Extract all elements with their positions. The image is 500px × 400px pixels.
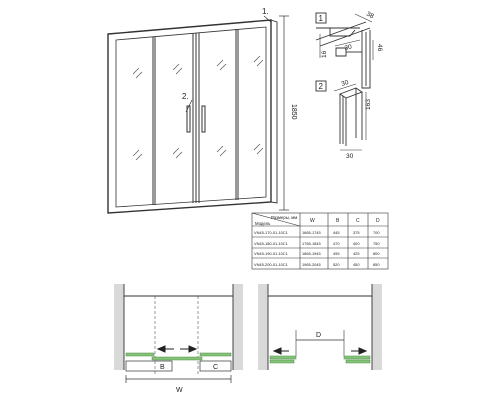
- table-row-4-c: 450: [353, 262, 360, 267]
- size-table: [251, 212, 389, 270]
- detail-1-profile-top-shape: [329, 28, 356, 37]
- table-row-4-w: 1965-2045: [302, 262, 321, 267]
- table-row-1-w: 1665-1745: [302, 230, 321, 235]
- table-row-2-d: 750: [373, 241, 380, 246]
- plan-2-outline: [267, 284, 373, 297]
- door-handle-right: [201, 105, 206, 133]
- detail-2-label-bottom: 30: [346, 153, 354, 160]
- detail-1-dim-30: [334, 39, 361, 47]
- plan-1-glass-3: [199, 352, 232, 357]
- plan-2-wall-left: [258, 284, 268, 370]
- plan-1-dim-b-box: [125, 360, 173, 372]
- detail-2-dim-top: [333, 83, 357, 92]
- plan-1-arrow-left: [156, 345, 166, 353]
- door-side-depth: [270, 19, 278, 204]
- callout-2-label: 2.: [182, 92, 189, 101]
- detail-1-profile-vertical: [361, 30, 371, 89]
- door-inner-frame: [115, 26, 267, 208]
- plan-2-label-d: D: [316, 332, 321, 339]
- table-corner-bottom: Модель: [255, 221, 271, 226]
- detail-1-number-box: [315, 12, 327, 24]
- detail-1-roller: [335, 47, 347, 57]
- plan-1-label-c: C: [213, 364, 218, 371]
- table-row-1-model: VN45-170-01-10C1: [254, 230, 288, 235]
- plan-2-arrow-left: [272, 347, 282, 355]
- detail-1-slope-a: [315, 21, 367, 41]
- detail-1-label-38: 38: [365, 11, 375, 21]
- detail-1: [315, 12, 374, 89]
- plan-1-label-w: W: [176, 387, 183, 394]
- table-row-4-d: 850: [373, 262, 380, 267]
- table-row-3-model: VN45-190-01-10C1: [254, 251, 288, 256]
- table-row-2-b: 470: [333, 241, 340, 246]
- table-row-2-w: 1765-1845: [302, 241, 321, 246]
- plan-2-glass-2: [269, 359, 295, 364]
- detail-2-number: 2: [319, 82, 324, 91]
- table-row-2-model: VN45-180-01-10C1: [254, 241, 288, 246]
- plan-1-wall-right: [233, 284, 243, 370]
- plan-1-arrow-right: [188, 345, 198, 353]
- detail-2-number-box: [315, 80, 327, 92]
- table-row-4-model: VN45-200-01-10C1: [254, 262, 288, 267]
- callout-1-label: 1.: [262, 7, 269, 16]
- table-col-d: D: [376, 218, 380, 224]
- plan-2-glass-4: [345, 359, 371, 364]
- plan-2-glass-3: [343, 355, 371, 360]
- table-corner-diagonal: [251, 212, 301, 227]
- door-height-label: 1850: [290, 104, 297, 120]
- plan-1-glass-2: [151, 356, 203, 361]
- table-col-b: B: [336, 218, 340, 224]
- detail-1-number: 1: [319, 14, 324, 23]
- detail-1-label-16: 16: [321, 50, 328, 58]
- glass-reflection-marks: [132, 55, 264, 161]
- plan-view-2: [258, 284, 382, 370]
- plan-2-arrow-right: [358, 347, 368, 355]
- plan-1-wall-left: [114, 284, 124, 370]
- table-corner-top: Размеры, мм: [271, 215, 297, 220]
- table-row-3-d: 800: [373, 251, 380, 256]
- plan-1-outline: [123, 284, 234, 297]
- plan-1-wall-edges: [123, 296, 234, 370]
- plan-2-glass-1: [269, 355, 297, 360]
- callout-1-leader: [263, 15, 272, 23]
- detail-1-dim-38: [354, 13, 373, 23]
- table-row-4-b: 520: [333, 262, 340, 267]
- callout-2-leader: [185, 99, 193, 113]
- table-row-1-c: 375: [353, 230, 360, 235]
- plan-1-dim-c-box: [199, 360, 232, 372]
- table-col-w: W: [310, 218, 315, 224]
- detail-1-label-30: 30: [344, 44, 353, 52]
- table-row-3-c: 425: [353, 251, 360, 256]
- table-col-c: C: [356, 218, 360, 224]
- detail-2-label-h: 163: [365, 99, 372, 110]
- plan-view-1: [114, 284, 243, 383]
- table-row-3-w: 1865-1945: [302, 251, 321, 256]
- detail-1-label-46: 46: [376, 44, 383, 52]
- plan-1-glass-1: [125, 352, 155, 357]
- detail-2-label-w: 30: [340, 79, 349, 88]
- plan-2-wall-edges: [267, 296, 373, 370]
- plan-2-wall-right: [372, 284, 382, 370]
- table-row-1-b: 445: [333, 230, 340, 235]
- door-handle-left: [186, 105, 191, 133]
- table-row-1-d: 700: [373, 230, 380, 235]
- detail-2-profile-body: [339, 88, 363, 146]
- door-front-view: [107, 15, 289, 214]
- table-row-2-c: 400: [353, 241, 360, 246]
- detail-2: [315, 80, 367, 151]
- plan-1-label-b: B: [160, 364, 165, 371]
- table-row-3-b: 495: [333, 251, 340, 256]
